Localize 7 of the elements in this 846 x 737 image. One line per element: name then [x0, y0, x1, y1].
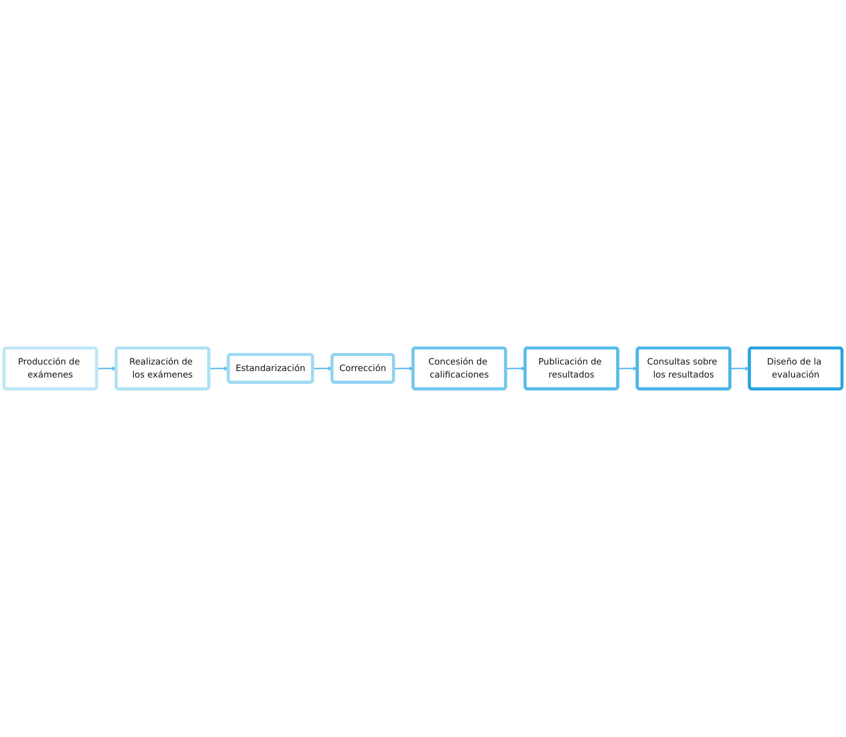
- arrow: [618, 366, 638, 371]
- arrow: [506, 366, 526, 371]
- arrow: [209, 366, 229, 371]
- arrow: [96, 366, 117, 371]
- arrow: [730, 366, 750, 371]
- arrow: [312, 366, 332, 371]
- arrow: [394, 366, 414, 371]
